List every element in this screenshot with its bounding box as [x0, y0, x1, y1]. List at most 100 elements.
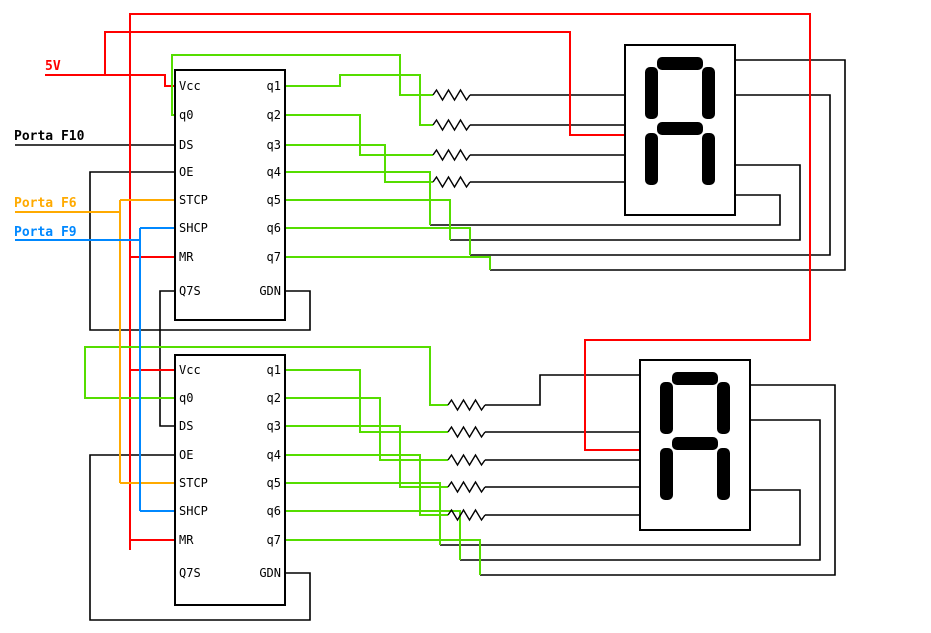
resistor-d2-1 [447, 398, 486, 412]
chip-body-2 [174, 354, 286, 606]
pin-label-q7-2: q7 [267, 533, 281, 547]
pin-label-shcp-2: SHCP [179, 504, 208, 518]
pin-label-q2-1: q2 [267, 108, 281, 122]
segment-g [672, 437, 718, 450]
wire-q7-chip1 [285, 256, 491, 270]
wire-d1-wrap-q5 [450, 164, 801, 241]
wire-d2-wrap-q5 [440, 489, 801, 546]
pin-label-q5-2: q5 [267, 476, 281, 490]
segment-b [717, 382, 730, 434]
wire-d1-wrap-q4 [430, 194, 781, 226]
pin-label-vcc-2: Vcc [179, 363, 201, 377]
label-porta-f9: Porta F9 [14, 225, 77, 240]
segment-b [702, 67, 715, 119]
pin-label-q6-1: q6 [267, 221, 281, 235]
wire-cascade-q7s1-to-ds2 [159, 290, 175, 427]
latch-wires [15, 199, 175, 484]
wire-gnd-loop-chip1 [89, 171, 311, 331]
black-wires [15, 59, 846, 621]
power-wires [45, 13, 811, 550]
wire-q2-chip1 [285, 114, 433, 156]
clock-wires [15, 227, 175, 512]
wire-q5-chip1 [285, 199, 451, 240]
wire-q4-chip1 [285, 171, 431, 225]
pin-label-q0-2: q0 [179, 391, 193, 405]
pin-label-ds-1: DS [179, 138, 193, 152]
pin-label-ds-2: DS [179, 419, 193, 433]
wire-d2-wrap-q6 [460, 419, 821, 561]
wire-q0-chip1 [171, 54, 433, 116]
pin-label-q3-2: q3 [267, 419, 281, 433]
pin-label-q1-1: q1 [267, 79, 281, 93]
wire-q4-chip2 [285, 454, 448, 516]
segment-f [645, 67, 658, 119]
pin-label-gdn-1: GDN [259, 284, 281, 298]
resistor-d1-4 [432, 175, 471, 189]
pin-label-q4-1: q4 [267, 165, 281, 179]
pin-label-q6-2: q6 [267, 504, 281, 518]
resistors [432, 88, 486, 522]
wire-d1-wrap-q6 [470, 94, 831, 256]
wire-d2-res1-out [485, 374, 640, 406]
pin-label-shcp-1: SHCP [179, 221, 208, 235]
seven-segment-display-2 [639, 359, 751, 531]
resistor-d1-1 [432, 88, 471, 102]
wire-d2-wrap-q7 [480, 384, 836, 576]
resistor-d1-2 [432, 118, 471, 132]
display-body-2 [639, 359, 751, 531]
segment-e [645, 133, 658, 185]
wire-d1-wrap-q7 [490, 59, 846, 271]
wire-q3-chip2 [285, 425, 448, 488]
wire-q7-chip2 [285, 539, 481, 575]
wire-q2-chip2 [285, 397, 448, 461]
wire-q6-chip1 [285, 227, 471, 255]
segment-c [717, 448, 730, 500]
label-porta-f10: Porta F10 [14, 129, 85, 144]
segment-e [660, 448, 673, 500]
resistor-d2-4 [447, 480, 486, 494]
segment-a [672, 372, 718, 385]
pin-label-stcp-1: STCP [179, 193, 208, 207]
pin-label-q7s-1: Q7S [179, 284, 201, 298]
wire-q1-chip2 [285, 369, 448, 433]
resistor-d2-5 [447, 508, 486, 522]
pin-label-q2-2: q2 [267, 391, 281, 405]
pin-label-q5-1: q5 [267, 193, 281, 207]
pin-label-q4-2: q4 [267, 448, 281, 462]
pin-label-mr-1: MR [179, 250, 194, 264]
label-porta-f6: Porta F6 [14, 196, 77, 211]
pin-label-q3-1: q3 [267, 138, 281, 152]
shift-register-1: Vcc q0 DS OE STCP SHCP MR Q7S q1 q2 q3 q… [174, 69, 286, 321]
resistor-d2-2 [447, 425, 486, 439]
pin-label-oe-1: OE [179, 165, 193, 179]
wire-q1-chip1 [285, 74, 433, 126]
wire-5v-rail-to-vcc1 [45, 74, 175, 87]
display-1-segments [645, 57, 715, 185]
resistor-d2-3 [447, 453, 486, 467]
pin-label-vcc-1: Vcc [179, 79, 201, 93]
pin-label-q7-1: q7 [267, 250, 281, 264]
segment-f [660, 382, 673, 434]
wire-q3-chip1 [285, 144, 433, 183]
pin-label-q0-1: q0 [179, 108, 193, 122]
wire-q6-chip2 [285, 510, 461, 560]
chip-body-1 [174, 69, 286, 321]
shift-register-2: Vcc q0 DS OE STCP SHCP MR Q7S q1 q2 q3 q… [174, 354, 286, 606]
pin-label-stcp-2: STCP [179, 476, 208, 490]
segment-a [657, 57, 703, 70]
wire-5v-top-bus-to-display2 [129, 13, 811, 550]
pin-label-gdn-2: GDN [259, 566, 281, 580]
wire-porta-f6-stcp [15, 199, 175, 484]
wire-5v-to-display1 [104, 31, 625, 136]
segment-wires [84, 54, 491, 575]
pin-label-q7s-2: Q7S [179, 566, 201, 580]
wire-porta-f9-shcp [15, 227, 175, 512]
label-5v: 5V [45, 59, 61, 74]
pin-label-q1-2: q1 [267, 363, 281, 377]
wire-q5-chip2 [285, 482, 441, 545]
segment-g [657, 122, 703, 135]
wire-q0-chip2 [84, 346, 448, 406]
segment-c [702, 133, 715, 185]
pin-label-oe-2: OE [179, 448, 193, 462]
